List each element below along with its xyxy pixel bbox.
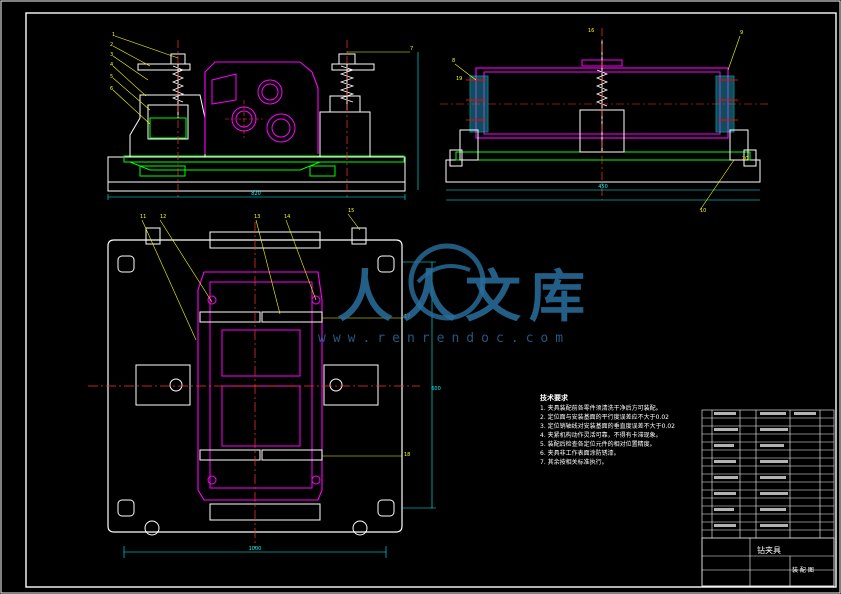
dimension-label-front-width: 820: [251, 191, 261, 197]
technical-note-item: 7. 其余按相关标准执行。: [540, 459, 608, 466]
part-balloon: 8: [452, 58, 455, 64]
technical-notes-heading: 技术要求: [540, 394, 568, 402]
part-balloon: 14: [284, 214, 290, 220]
watermark-logo: [408, 243, 486, 321]
watermark-url: www.renrendoc.com: [318, 331, 571, 346]
drawing-sub-label: 装 配 图: [792, 567, 814, 574]
part-balloon: 4: [110, 62, 113, 68]
watermark-title: 人人文库: [337, 265, 593, 330]
bom-row-marks: [714, 412, 816, 527]
part-balloon: 7: [410, 46, 413, 52]
dimension-label-plan-width: 1000: [249, 546, 262, 552]
part-balloon: 13: [254, 214, 260, 220]
part-balloon: 10: [700, 208, 706, 214]
part-balloon: 16: [588, 28, 594, 34]
part-balloon: 15: [348, 208, 354, 214]
technical-note-item: 6. 夹具非工作表面涂防锈漆。: [540, 450, 620, 457]
drawing-frame: [25, 12, 837, 588]
technical-note-item: 4. 夹紧机构动作灵活可靠，不得有卡滞现象。: [540, 432, 662, 439]
title-block[interactable]: [701, 409, 835, 587]
part-balloon: 11: [140, 214, 146, 220]
part-balloon: 20: [742, 156, 748, 162]
technical-note-item: 3. 定位销轴线对安装基面的垂直度误差不大于0.02: [540, 423, 675, 430]
plan-view[interactable]: [88, 213, 436, 558]
part-balloon: 6: [110, 86, 113, 92]
part-balloon: 9: [740, 30, 743, 36]
technical-note-item: 5. 装配后检查各定位元件的相对位置精度。: [540, 441, 656, 448]
side-view[interactable]: [440, 28, 770, 211]
dimension-label-plan-height: 600: [431, 386, 441, 392]
drawing-title: 钻夹具: [757, 546, 781, 555]
part-balloon: 19: [456, 76, 462, 82]
front-view[interactable]: [107, 35, 419, 200]
technical-note-item: 2. 定位面与安装基面的平行度误差应不大于0.02: [540, 414, 669, 421]
part-balloon: 1: [112, 32, 115, 38]
part-balloon: 12: [160, 214, 166, 220]
part-balloon: 2: [110, 42, 113, 48]
part-balloon: 5: [110, 74, 113, 80]
technical-notes: 技术要求 1. 夹具装配前各零件须清洗干净后方可装配。 2. 定位面与安装基面的…: [540, 394, 700, 467]
technical-note-item: 1. 夹具装配前各零件须清洗干净后方可装配。: [540, 405, 662, 412]
part-balloon: 17: [404, 314, 410, 320]
dimension-label-side-width: 450: [598, 184, 608, 190]
part-balloon: 3: [110, 52, 113, 58]
part-balloon: 18: [404, 452, 410, 458]
